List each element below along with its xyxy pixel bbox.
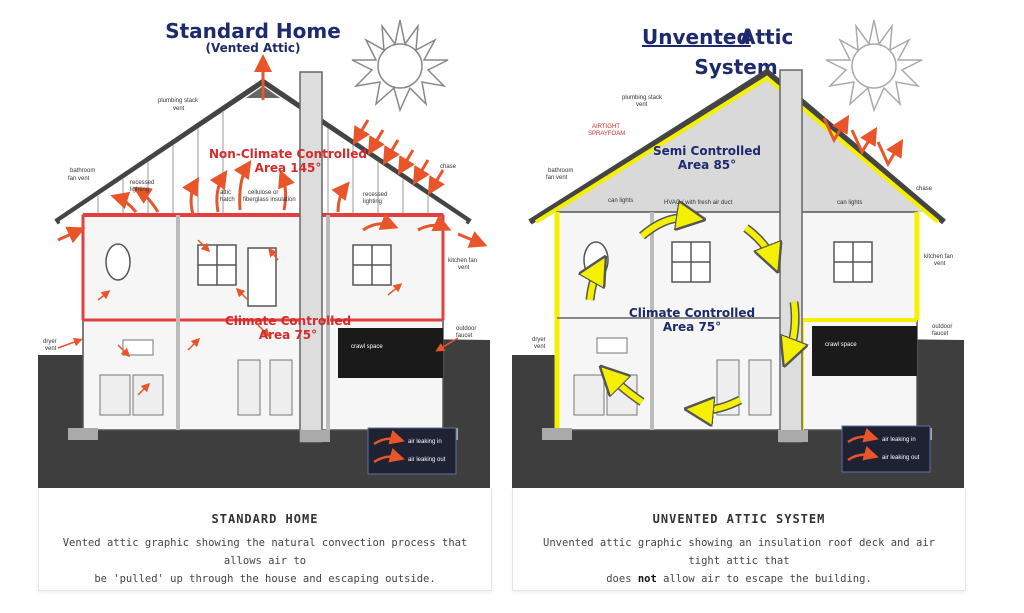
recessed-lighting-right-label: recessed — [363, 192, 387, 198]
sun-icon — [825, 19, 923, 113]
emphasis-not: not — [637, 573, 657, 585]
can-lights-right-label: can lights — [837, 200, 862, 206]
bath-fan-label: bathroom — [548, 168, 573, 174]
plumbing-vent-label: plumbing stack — [158, 98, 199, 104]
standard-home-diagram: Standard Home (Vented Attic) — [38, 0, 490, 488]
chimney — [299, 71, 323, 443]
svg-text:vent: vent — [45, 346, 57, 352]
right-title-underlined: Unvented — [642, 25, 751, 49]
attic-temp-label: Non-Climate Controlled — [209, 147, 367, 161]
svg-text:vent: vent — [534, 344, 546, 350]
attic-hatch-label: attic — [220, 190, 231, 196]
legend: air leaking in air leaking out — [841, 425, 931, 473]
air-flow-arrows — [57, 54, 488, 248]
standard-home-panel: Standard Home (Vented Attic) — [38, 0, 498, 600]
svg-text:vent: vent — [458, 265, 470, 271]
attic-temp-value: Area 85° — [678, 158, 736, 172]
svg-text:vent: vent — [636, 102, 648, 108]
insulation-label: cellulose or — [248, 190, 278, 196]
chimney — [779, 69, 803, 443]
unvented-attic-panel: Unvented Attic System crawl space — [512, 0, 972, 600]
roof — [528, 68, 946, 225]
crawl-space-label: crawl space — [825, 342, 857, 348]
living-temp-value: Area 75° — [259, 328, 317, 342]
svg-text:fiberglass insulation: fiberglass insulation — [243, 197, 296, 203]
left-title: Standard Home — [165, 19, 341, 43]
bath-fan-label: bathroom — [70, 168, 95, 174]
outdoor-faucet-label: outdoor — [456, 326, 476, 332]
plumbing-vent-label: plumbing stack — [622, 95, 663, 101]
chase-label: chase — [440, 164, 457, 170]
right-caption-title: UNVENTED ATTIC SYSTEM — [652, 512, 826, 526]
svg-text:lighting: lighting — [363, 199, 382, 205]
chase-label: chase — [916, 186, 933, 192]
legend-air-in: air leaking in — [408, 439, 442, 445]
living-temp-value: Area 75° — [663, 320, 721, 334]
left-caption-text: Vented attic graphic showing the natural… — [62, 537, 468, 585]
sun-icon — [351, 19, 449, 113]
svg-text:faucet: faucet — [456, 333, 473, 339]
can-lights-label: can lights — [608, 198, 633, 204]
svg-text:fan vent: fan vent — [546, 175, 568, 181]
living-temp-label: Climate Controlled — [225, 314, 351, 328]
legend-air-out: air leaking out — [408, 457, 446, 463]
right-title-rest: Attic — [740, 25, 793, 49]
door — [247, 247, 277, 307]
svg-text:hatch: hatch — [220, 197, 235, 203]
legend-air-out: air leaking out — [882, 455, 920, 461]
kitchen-fan-label: kitchen fan — [924, 254, 953, 260]
crawl-space — [812, 326, 917, 376]
mirror — [105, 243, 131, 281]
svg-text:faucet: faucet — [932, 331, 949, 337]
svg-text:fan vent: fan vent — [68, 176, 90, 182]
legend: air leaking in air leaking out — [367, 427, 457, 475]
crawl-space — [338, 328, 443, 378]
crawl-space-label: crawl space — [351, 344, 383, 350]
recessed-lighting-label: recessed — [130, 180, 154, 186]
dryer-vent-label: dryer — [532, 337, 546, 343]
left-caption: STANDARD HOME Vented attic graphic showi… — [38, 488, 492, 591]
attic-temp-value: Area 145° — [255, 161, 322, 175]
left-subtitle: (Vented Attic) — [206, 41, 301, 55]
outdoor-faucet-label: outdoor — [932, 324, 952, 330]
svg-text:SPRAYFOAM: SPRAYFOAM — [588, 131, 625, 137]
sun-ray-arrows — [822, 114, 904, 168]
sprayfoam-label: AIRTIGHT — [592, 124, 620, 130]
svg-text:vent: vent — [173, 106, 185, 112]
hvac-label: HVAC / with fresh air duct — [664, 200, 733, 206]
living-temp-label: Climate Controlled — [629, 306, 755, 320]
unvented-attic-diagram: Unvented Attic System crawl space — [512, 0, 964, 488]
kitchen-fan-label: kitchen fan — [448, 258, 477, 264]
attic-temp-label: Semi Controlled — [653, 144, 761, 158]
attic-area — [552, 78, 924, 212]
left-caption-title: STANDARD HOME — [211, 512, 319, 526]
svg-text:vent: vent — [934, 261, 946, 267]
right-caption: UNVENTED ATTIC SYSTEM Unvented attic gra… — [512, 488, 966, 591]
svg-text:lighting: lighting — [130, 187, 149, 193]
legend-air-in: air leaking in — [882, 437, 916, 443]
dryer-vent-label: dryer — [43, 339, 57, 345]
right-caption-text: Unvented attic graphic showing an insula… — [543, 537, 935, 585]
